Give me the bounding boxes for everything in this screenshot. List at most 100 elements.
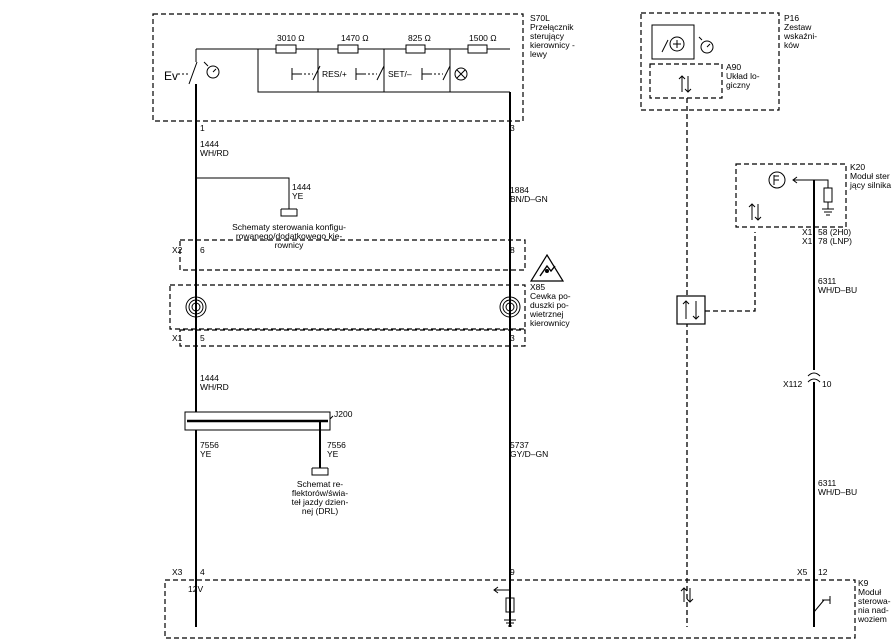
p16-ref: P16 <box>784 13 799 23</box>
k9-ref: K9 <box>858 578 869 588</box>
schemat2-line-1: Schemat re- <box>297 479 343 489</box>
k20-internal-wire <box>793 179 829 188</box>
schemat1-line-2: rowanego/dodatkowego kie- <box>236 231 342 241</box>
a90-box <box>649 63 723 99</box>
k9-switch <box>813 596 831 613</box>
w4-color: WH/RD <box>200 382 229 392</box>
cruise-brake-icon <box>768 171 786 189</box>
w6-circuit: 7556 <box>327 440 346 450</box>
x5-pin-12: 12 <box>818 567 828 577</box>
schemat1-connector <box>280 208 298 217</box>
ev-switch-contact <box>188 49 198 85</box>
cruise-indicator-icon <box>661 36 685 53</box>
w4-circuit: 1444 <box>200 373 219 383</box>
x112-inline-connector-b <box>807 378 821 383</box>
k9-box <box>164 579 856 639</box>
k9-desc-3: nia nad- <box>858 605 889 615</box>
a90-desc-1: Układ lo- <box>726 71 760 81</box>
coil-left-icon <box>185 296 207 318</box>
x112-pin-10: 10 <box>822 379 832 389</box>
schemat1-line-3: rownicy <box>275 240 305 250</box>
x112-label: X112 <box>783 379 802 389</box>
schemat2-line-3: teł jazdy dzien- <box>292 497 349 507</box>
r2-label: 1470 Ω <box>341 33 369 43</box>
w3-circuit: 1884 <box>510 185 529 195</box>
x1-pin-3: 3 <box>510 333 515 343</box>
w5-circuit: 7556 <box>200 440 219 450</box>
s70l-pin-3: 3 <box>510 123 515 133</box>
x112-inline-connector <box>807 372 821 377</box>
x2-label: X2 <box>172 245 183 255</box>
w2-circuit: 1444 <box>292 182 311 192</box>
schemat2-line-2: flektorów/świa- <box>292 488 348 498</box>
x1-label: X1 <box>172 333 183 343</box>
j200-leader <box>329 415 334 420</box>
p16-box <box>640 12 780 111</box>
p16-desc-1: Zestaw <box>784 22 812 32</box>
a90-desc-2: giczny <box>726 80 751 90</box>
k20-arrow <box>792 176 798 184</box>
w9-color: WH/D–BU <box>818 487 857 497</box>
r4-label: 1500 Ω <box>469 33 497 43</box>
r3-label: 825 Ω <box>408 33 431 43</box>
resistor-825 <box>405 44 426 54</box>
switch-drops <box>257 49 510 93</box>
w6-color: YE <box>327 449 339 459</box>
w7-circuit: 5737 <box>510 440 529 450</box>
r1-label: 3010 Ω <box>277 33 305 43</box>
p16-desc-3: ków <box>784 40 800 50</box>
w3-color: BN/D–GN <box>510 194 548 204</box>
w1-color: WH/RD <box>200 148 229 158</box>
ev-label: Ev <box>164 69 178 83</box>
x3-pin-4: 4 <box>200 567 205 577</box>
x2-connector <box>179 239 526 271</box>
res-label: RES/+ <box>322 69 347 79</box>
k20-ref: K20 <box>850 162 865 172</box>
data-link-block <box>676 295 706 325</box>
x1-pin-5: 5 <box>200 333 205 343</box>
x5-label: X5 <box>797 567 808 577</box>
w5-color: YE <box>200 449 212 459</box>
k20-pin-78: 78 (LNP) <box>818 236 852 246</box>
w7-color: GY/D–GN <box>510 449 548 459</box>
s70l-desc-3: kierownicy - <box>530 40 575 50</box>
k20-desc-1: Moduł ster <box>850 171 890 181</box>
k9-desc-4: woziem <box>857 614 887 624</box>
x85-ref: X85 <box>530 282 545 292</box>
x85-desc-2: duszki po- <box>530 300 569 310</box>
s70l-pin-1: 1 <box>200 123 205 133</box>
serial-data-branch <box>705 232 756 312</box>
s70l-desc-1: Przełącznik <box>530 22 574 32</box>
v12-label: 12V <box>188 584 203 594</box>
x3-label: X3 <box>172 567 183 577</box>
k20-x1-a: X1 <box>802 227 813 237</box>
x85-box <box>169 284 526 330</box>
x1-connector <box>179 329 526 347</box>
x3-pin-9: 9 <box>510 567 515 577</box>
k9-ground-icon <box>504 612 516 627</box>
w2-color: YE <box>292 191 304 201</box>
k20-data-arrows-icon <box>748 203 762 221</box>
p16-desc-2: wskaźni- <box>783 31 817 41</box>
x85-desc-4: kierownicy <box>530 318 570 328</box>
x85-desc-3: wietrznej <box>529 309 564 319</box>
x85-desc-1: Cewka po- <box>530 291 571 301</box>
set-label: SET/– <box>388 69 412 79</box>
a90-ref: A90 <box>726 62 741 72</box>
resistor-1470 <box>337 44 359 54</box>
k9-desc-2: sterowa- <box>858 596 891 606</box>
k9-input-arrow <box>493 586 510 594</box>
w8-color: WH/D–BU <box>818 285 857 295</box>
schemat2-line-4: nej (DRL) <box>302 506 339 516</box>
s70l-desc-4: lewy <box>530 49 548 59</box>
x2-pin-8: 8 <box>510 245 515 255</box>
wire-1444-ye <box>196 177 290 209</box>
k9-data-arrows-icon <box>680 587 694 603</box>
k20-pin-58: 58 (2H0) <box>818 227 851 237</box>
schemat1-line-1: Schematy sterowania konfigu- <box>232 222 346 232</box>
resistor-1500 <box>467 44 488 54</box>
k20-box <box>735 163 847 228</box>
x2-pin-6: 6 <box>200 245 205 255</box>
s70l-desc-2: sterujący <box>530 31 565 41</box>
